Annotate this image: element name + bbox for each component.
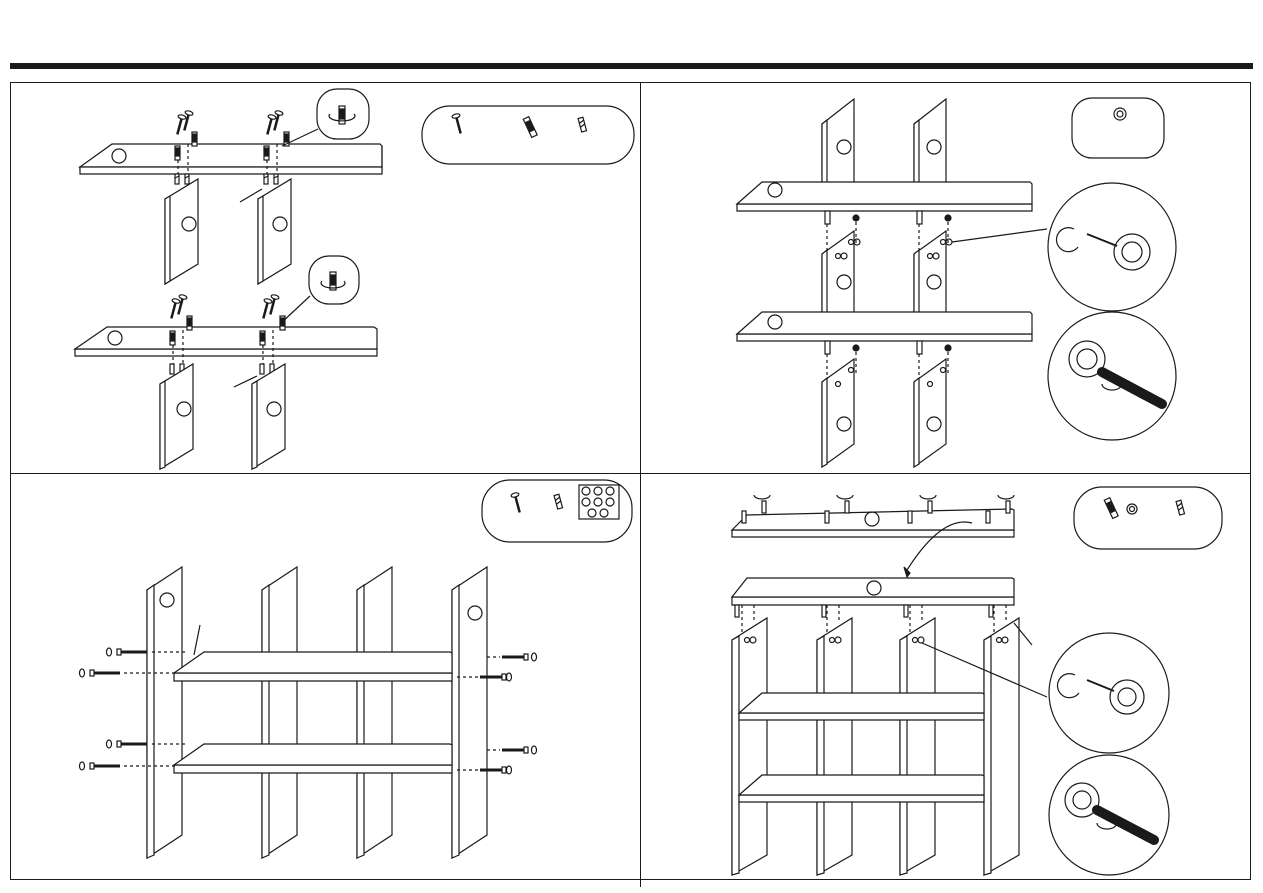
screw-icon [173,110,283,135]
shelf-board [737,182,1032,211]
step-2-panel [642,84,1250,472]
backing-grid-icon [579,485,619,519]
shelf-board [174,652,452,773]
rotation-detail-icon [754,495,1014,499]
panel-divider-horizontal [10,473,1251,474]
cam-lock-detail [1048,183,1176,311]
parts-box [482,480,632,542]
parts-box [1074,487,1222,549]
rotation-detail-icon [280,256,359,324]
side-panel [165,179,291,284]
side-panel [160,364,285,469]
parts-box [422,106,634,164]
step-1-panel [12,84,639,472]
wooden-dowel-icon [175,174,278,184]
cam-lock-nut-icon [745,637,1009,643]
side-panel [822,359,946,467]
top-board [732,578,1014,605]
shelf-board [80,144,382,174]
cam-bolt-icon [825,341,951,354]
cam-bolt-icon [735,605,993,617]
shelf-board [739,693,984,802]
screwdriver-detail [1048,312,1176,440]
panel-divider-vertical [640,82,641,887]
side-panel [147,567,487,858]
shelf-board [75,327,377,356]
side-panel [732,618,1019,875]
screw-icon [167,294,279,319]
step-3-panel [12,475,639,879]
shelf-board [737,312,1032,341]
header-rule [10,63,1253,69]
cam-bolt-icon [825,211,951,224]
parts-box [1072,98,1164,158]
cam-lock-detail [1049,633,1169,753]
step-4-panel [642,475,1250,879]
rotation-detail-icon [282,89,369,146]
screwdriver-detail [1049,755,1169,875]
